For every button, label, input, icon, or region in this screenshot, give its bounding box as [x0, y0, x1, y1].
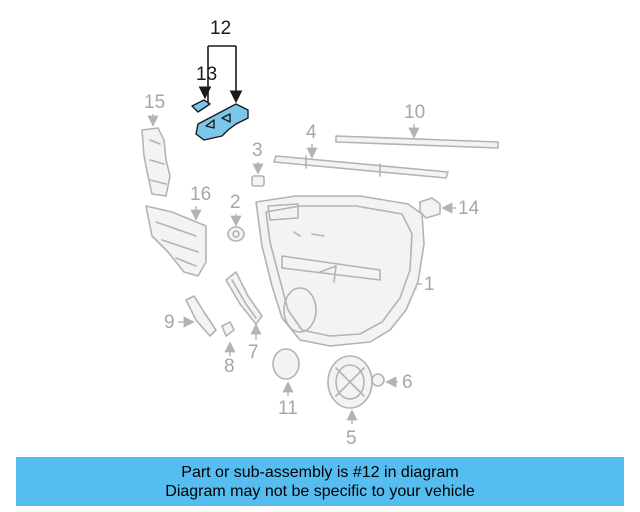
callout-12: 12 [210, 18, 231, 39]
callout-3: 3 [252, 140, 263, 161]
callout-8: 8 [224, 356, 235, 377]
callout-15: 15 [144, 92, 165, 113]
banner-line-2: Diagram may not be specific to your vehi… [165, 482, 475, 500]
part-15-trim-panel[interactable]: 15 [141, 92, 171, 197]
part-11-speaker-grille[interactable]: 11 [272, 348, 300, 419]
callout-16: 16 [190, 184, 211, 205]
part-16-insulator[interactable]: 16 [145, 184, 211, 277]
callout-10: 10 [404, 102, 425, 123]
part-5-speaker[interactable]: 5 [327, 355, 373, 449]
callout-5: 5 [346, 428, 357, 449]
part-12-latch-bracket[interactable]: 12 [195, 18, 249, 141]
parts-diagram: 12 13 15 16 2 3 4 [141, 18, 499, 449]
callout-1: 1 [424, 274, 435, 295]
info-banner: Part or sub-assembly is #12 in diagram D… [16, 457, 624, 506]
part-2-grommet[interactable]: 2 [227, 192, 245, 242]
part-9-armrest-trim[interactable]: 9 [164, 295, 217, 337]
part-14-switch[interactable]: 14 [419, 197, 480, 219]
part-4-belt-molding[interactable]: 4 [273, 122, 449, 179]
callout-2: 2 [230, 192, 241, 213]
callout-9: 9 [164, 312, 175, 333]
part-10-weatherstrip[interactable]: 10 [335, 102, 499, 149]
callout-6: 6 [402, 372, 413, 393]
banner-line-1: Part or sub-assembly is #12 in diagram [181, 463, 459, 481]
part-13-clip[interactable]: 13 [191, 64, 217, 113]
part-7-handle-bezel[interactable]: 7 [225, 271, 263, 363]
callout-14: 14 [458, 198, 480, 219]
latch-bracket-shape [195, 103, 249, 141]
part-3-plug[interactable]: 3 [251, 140, 265, 187]
part-6-grommet[interactable]: 6 [371, 372, 413, 393]
part-1-door-panel[interactable]: 1 [255, 195, 435, 347]
callout-11: 11 [278, 398, 298, 419]
callout-13: 13 [196, 64, 217, 85]
clip-shape [191, 99, 211, 113]
callout-4: 4 [306, 122, 317, 143]
part-8-clip[interactable]: 8 [221, 321, 236, 377]
callout-7: 7 [248, 342, 259, 363]
